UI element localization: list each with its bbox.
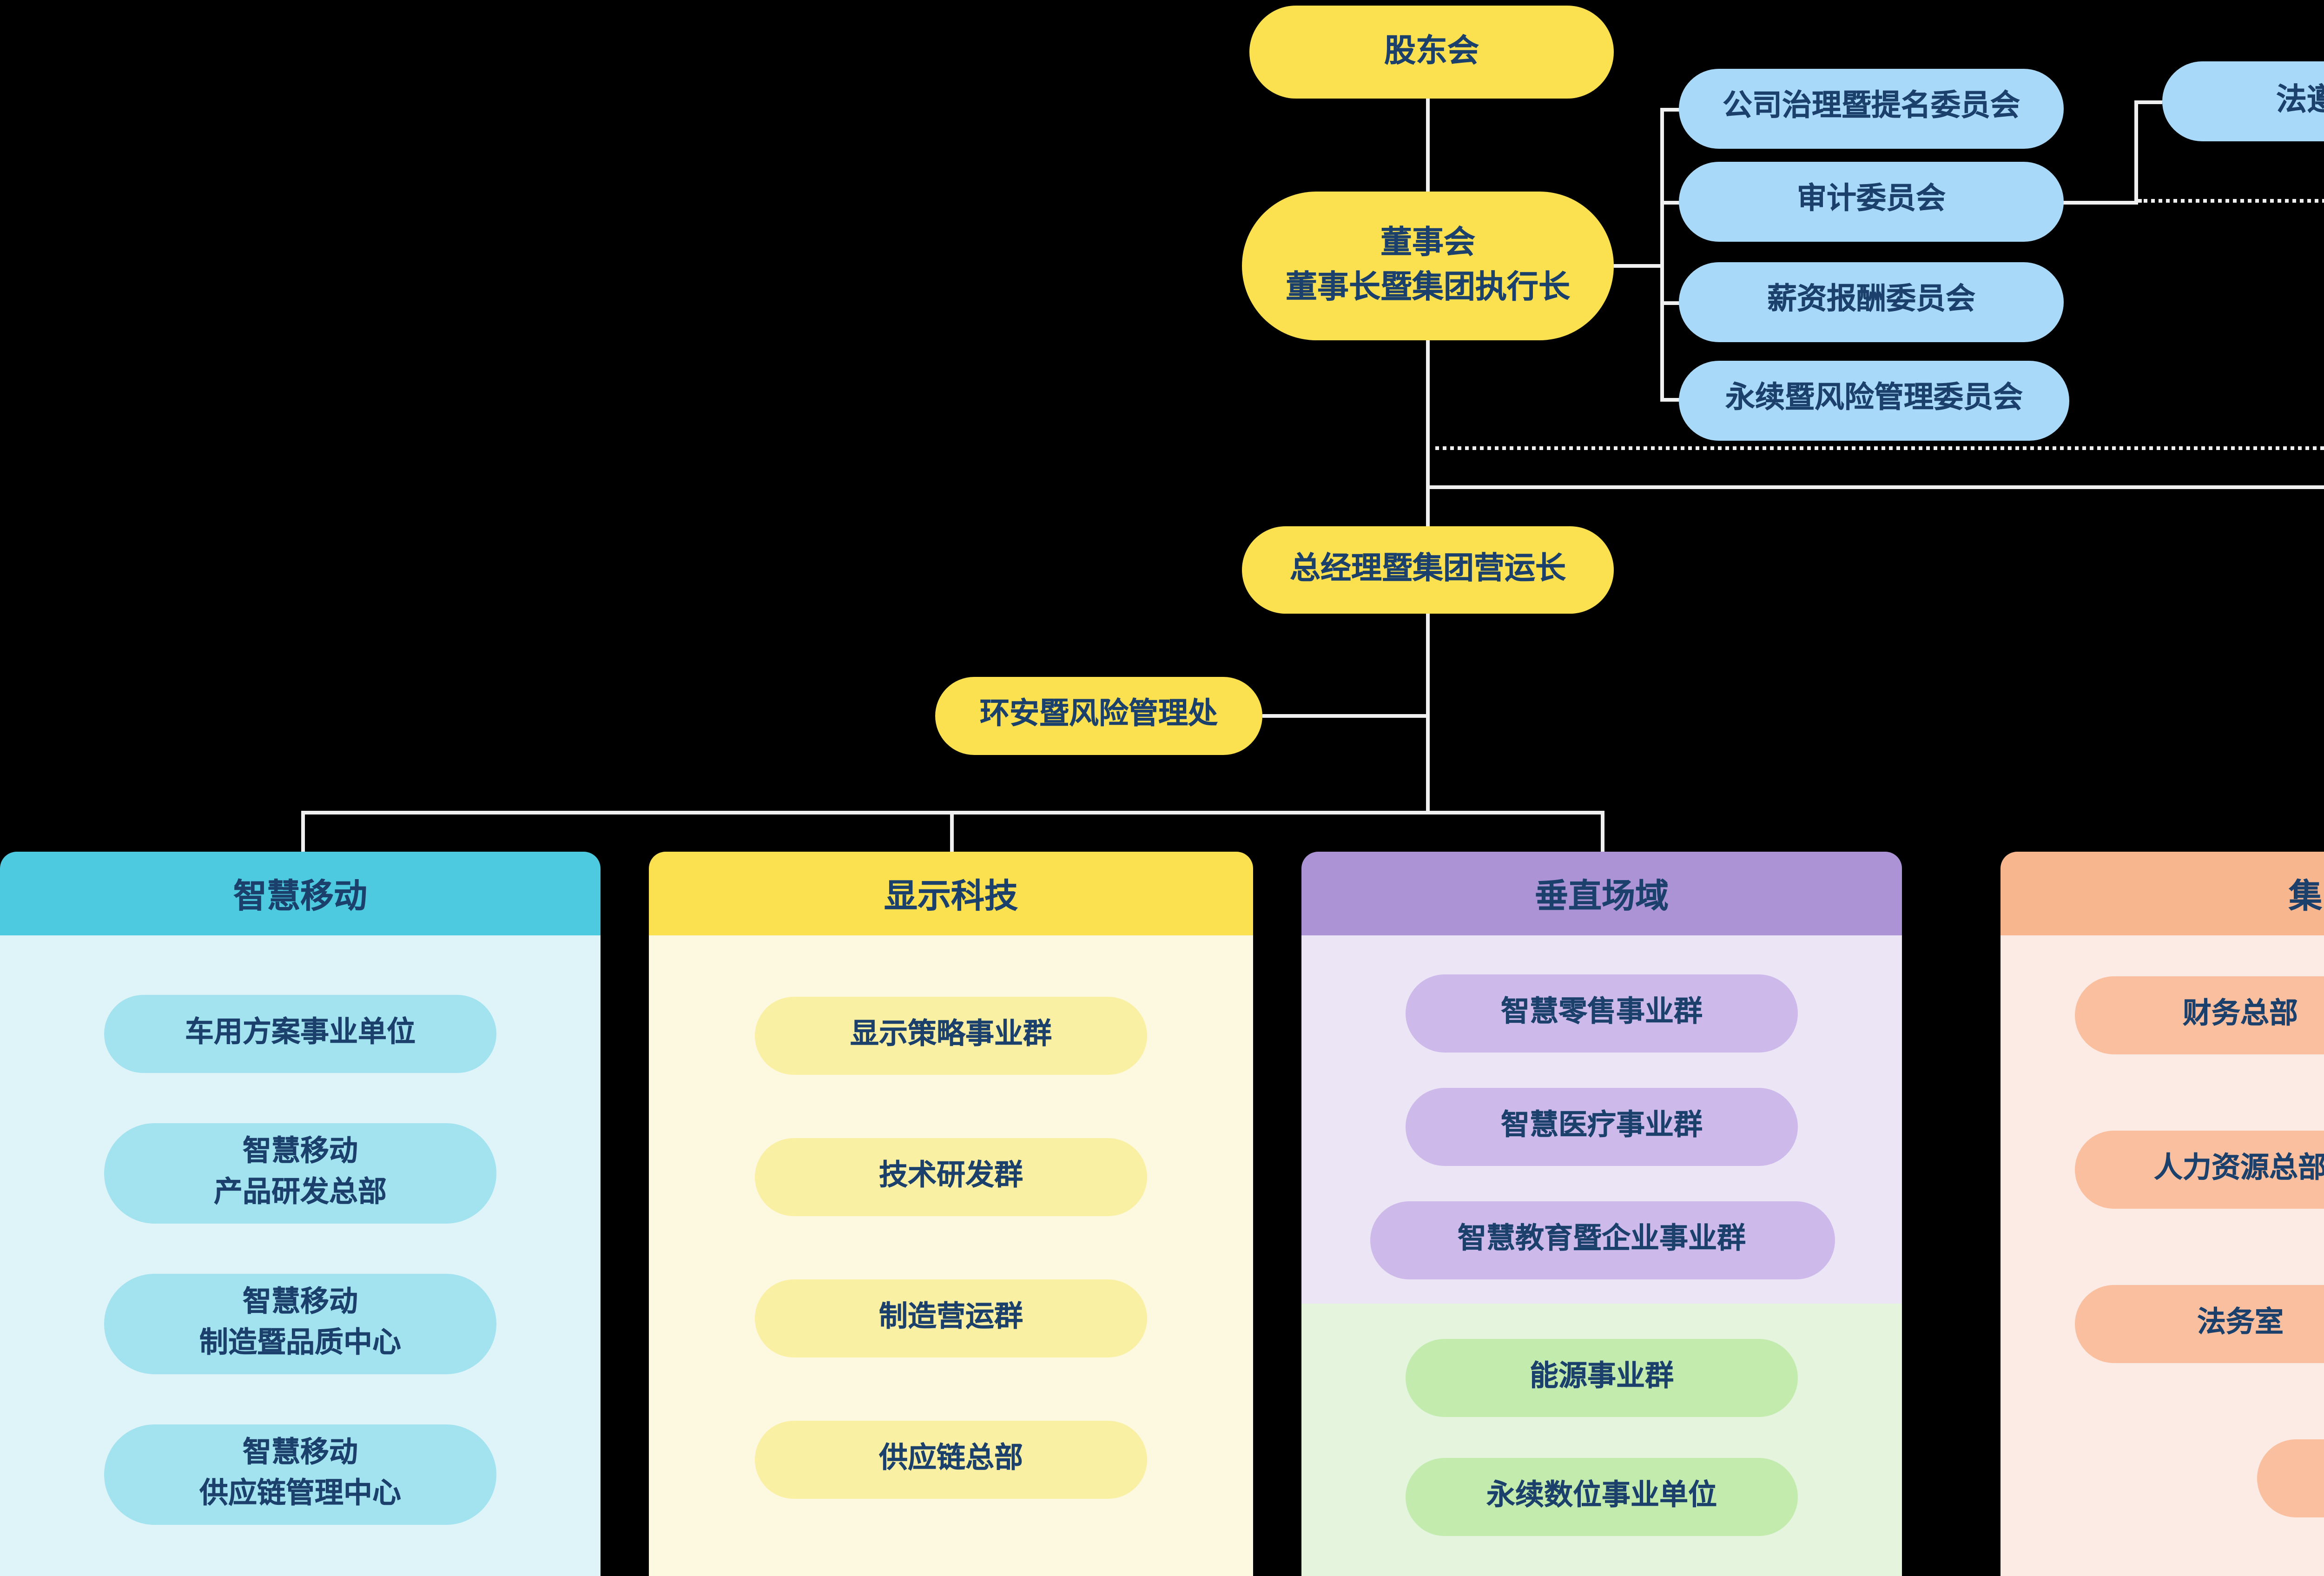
connector-compliance-stub <box>2134 100 2162 104</box>
ehs-risk-node: 环安暨风险管理处 <box>935 677 1262 755</box>
support-item-row-0: 财务总部数位技术发展总部 <box>2075 976 2324 1054</box>
support-item-0-0: 财务总部 <box>2075 976 2324 1054</box>
connector-board-bracket <box>1614 264 1660 268</box>
mobility-item-3: 智慧移动供应链管理中心 <box>104 1424 496 1525</box>
column-vertical-domains: 垂直场域 智慧零售事业群智慧医疗事业群智慧教育暨企业事业群 能源事业群永续数位事… <box>1301 852 1902 1576</box>
committee-label: 审计委员会 <box>1796 185 1946 217</box>
committee-node-compensation: 薪资报酬委员会 <box>1679 262 2064 342</box>
column-title: 垂直场域 <box>1535 877 1669 914</box>
board-node: 董事会 董事长暨集团执行长 <box>1242 192 1614 340</box>
connector-coo-down <box>1426 614 1430 813</box>
board-label-line1: 董事会 <box>1380 225 1475 261</box>
column-vertical-domains-purple-body: 智慧零售事业群智慧医疗事业群智慧教育暨企业事业群 <box>1301 935 1902 1304</box>
column-title: 智慧移动 <box>233 877 367 914</box>
shareholders-label: 股东会 <box>1384 33 1479 69</box>
connector-branch-support-h <box>1426 485 2324 489</box>
mobility-item-0: 车用方案事业单位 <box>104 995 496 1073</box>
support-item-3-0: 稽核管理处 <box>2257 1439 2324 1517</box>
connector-board-coo <box>1426 340 1430 526</box>
column-smart-mobility-body: 车用方案事业单位智慧移动产品研发总部智慧移动制造暨品质中心智慧移动供应链管理中心 <box>0 935 601 1576</box>
committee-bracket-vertical <box>1660 108 1664 402</box>
connector-audit-compliance-v <box>2134 100 2138 205</box>
support-item-row-2: 法务室策略投资管理中心 <box>2075 1285 2324 1363</box>
column-vertical-domains-green-body: 能源事业群永续数位事业单位 <box>1301 1304 1902 1576</box>
connector-drop-vertical <box>1601 811 1604 852</box>
energy-item-1: 永续数位事业单位 <box>1406 1458 1798 1536</box>
column-title: 显示科技 <box>884 877 1018 914</box>
column-display-technology: 显示科技 显示策略事业群技术研发群制造营运群供应链总部 <box>649 852 1253 1576</box>
support-item-2-0: 法务室 <box>2075 1285 2324 1363</box>
committee-label: 薪资报酬委员会 <box>1767 285 1975 317</box>
column-display-technology-body: 显示策略事业群技术研发群制造营运群供应链总部 <box>649 935 1253 1576</box>
ehs-risk-label: 环安暨风险管理处 <box>979 699 1218 731</box>
coo-node: 总经理暨集团营运长 <box>1242 526 1614 614</box>
mobility-item-2: 智慧移动制造暨品质中心 <box>104 1274 496 1374</box>
coo-label: 总经理暨集团营运长 <box>1290 552 1566 586</box>
committee-stub-3 <box>1660 301 1683 305</box>
dotted-compliance-to-coo <box>1426 446 2324 450</box>
committee-label: 永续暨风险管理委员会 <box>1725 384 2023 416</box>
column-group-support: 集团营运支援单位 财务总部数位技术发展总部人力资源总部永续发展总部法务室策略投资… <box>2000 852 2324 1576</box>
board-label-line2: 董事长暨集团执行长 <box>1286 270 1570 305</box>
column-display-technology-header: 显示科技 <box>649 852 1253 935</box>
column-group-support-body: 财务总部数位技术发展总部人力资源总部永续发展总部法务室策略投资管理中心稽核管理处 <box>2000 935 2324 1576</box>
display-item-3: 供应链总部 <box>755 1421 1147 1499</box>
dotted-audit-to-edge <box>2138 199 2324 203</box>
compliance-advisor-label: 法遵总顾问 <box>2276 83 2324 117</box>
vertical-item-1: 智慧医疗事业群 <box>1406 1088 1798 1166</box>
support-item-1-0: 人力资源总部 <box>2075 1131 2324 1209</box>
display-item-0: 显示策略事业群 <box>755 997 1147 1075</box>
shareholders-node: 股东会 <box>1249 6 1614 99</box>
column-vertical-domains-header: 垂直场域 <box>1301 852 1902 935</box>
committee-node-audit: 审计委员会 <box>1679 162 2064 242</box>
support-item-row-1: 人力资源总部永续发展总部 <box>2075 1131 2324 1209</box>
column-group-support-header: 集团营运支援单位 <box>2000 852 2324 935</box>
connector-audit-compliance-h <box>2060 201 2138 205</box>
vertical-item-0: 智慧零售事业群 <box>1406 974 1798 1053</box>
committee-stub-2 <box>1660 201 1683 205</box>
committee-stub-4 <box>1660 398 1683 402</box>
connector-drop-display <box>950 811 954 852</box>
connector-ehs <box>1262 714 1426 718</box>
connector-drop-mobility <box>301 811 305 852</box>
committee-node-governance: 公司治理暨提名委员会 <box>1679 69 2064 149</box>
column-title: 集团营运支援单位 <box>2289 877 2324 914</box>
support-item-row-3: 稽核管理处 <box>2257 1439 2324 1517</box>
display-item-2: 制造营运群 <box>755 1279 1147 1357</box>
connector-shareholders-board <box>1426 99 1430 192</box>
committee-stub-1 <box>1660 108 1683 112</box>
vertical-item-2: 智慧教育暨企业事业群 <box>1369 1201 1834 1279</box>
display-item-1: 技术研发群 <box>755 1138 1147 1216</box>
energy-item-0: 能源事业群 <box>1406 1339 1798 1417</box>
column-smart-mobility: 智慧移动 车用方案事业单位智慧移动产品研发总部智慧移动制造暨品质中心智慧移动供应… <box>0 852 601 1576</box>
compliance-advisor-node: 法遵总顾问 <box>2162 61 2324 141</box>
committee-node-sustainability-risk: 永续暨风险管理委员会 <box>1679 361 2069 441</box>
committee-label: 公司治理暨提名委员会 <box>1722 92 2020 124</box>
mobility-item-1: 智慧移动产品研发总部 <box>104 1123 496 1224</box>
column-smart-mobility-header: 智慧移动 <box>0 852 601 935</box>
